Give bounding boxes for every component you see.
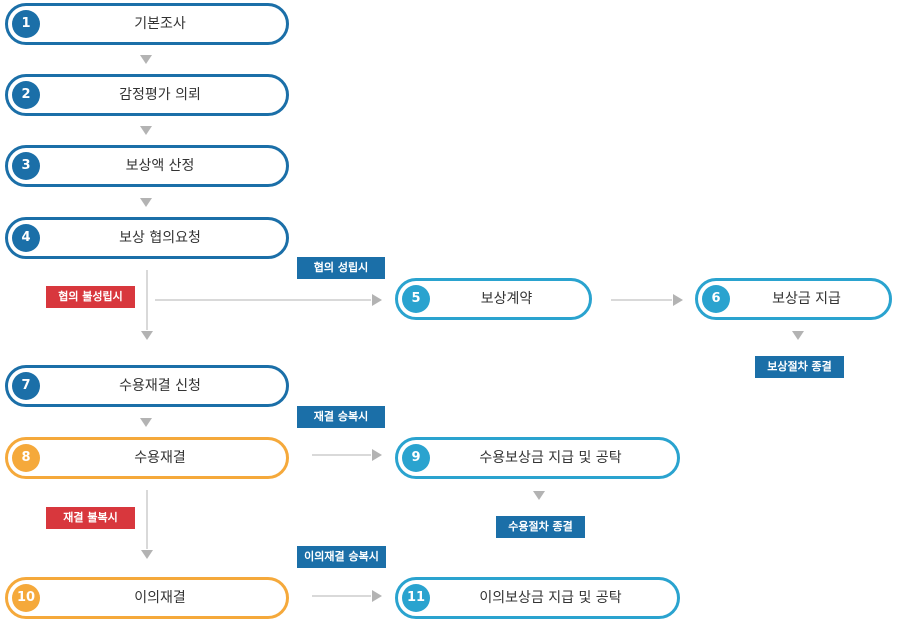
step-7-expropriation-application: 7 수용재결 신청 [5,365,289,407]
step-3-compensation-calculation: 3 보상액 산정 [5,145,289,187]
step-label: 감정평가 의뢰 [119,87,201,103]
step-number-badge: 5 [402,285,430,313]
step-5-compensation-contract: 5 보상계약 [395,278,592,320]
step-1-basic-survey: 1 기본조사 [5,3,289,45]
step-10-objection-ruling: 10 이의재결 [5,577,289,619]
step-4-negotiation-request: 4 보상 협의요청 [5,217,289,259]
arrow-3-4 [140,198,152,207]
step-number-badge: 1 [12,10,40,38]
arrow-4-5 [372,294,382,306]
step-number-badge: 8 [12,444,40,472]
tag-ruling-accepted: 재결 승복시 [297,406,385,428]
step-label: 수용재결 신청 [119,378,201,394]
tag-objection-accepted: 이의재결 승복시 [297,546,386,568]
step-number-badge: 11 [402,584,430,612]
step-number-badge: 3 [12,152,40,180]
step-8-expropriation-ruling: 8 수용재결 [5,437,289,479]
arrow-8-10 [141,550,153,559]
arrow-5-6 [673,294,683,306]
arrow-10-11 [372,590,382,602]
tag-expropriation-end: 수용절차 종결 [496,516,585,538]
step-number-badge: 7 [12,372,40,400]
step-label: 수용재결 [134,450,186,466]
tag-compensation-end: 보상절차 종결 [755,356,844,378]
step-9-expropriation-payment-deposit: 9 수용보상금 지급 및 공탁 [395,437,680,479]
step-number-badge: 9 [402,444,430,472]
arrow-1-2 [140,55,152,64]
arrow-9-end [533,491,545,500]
arrow-4-7 [141,331,153,340]
step-label: 이의보상금 지급 및 공탁 [479,590,622,606]
step-label: 보상금 지급 [772,291,841,307]
tag-agreement-failed: 협의 불성립시 [46,286,135,308]
step-label: 보상 협의요청 [119,230,201,246]
arrow-8-9 [372,449,382,461]
step-label: 보상액 산정 [125,158,195,174]
step-label: 수용보상금 지급 및 공탁 [479,450,622,466]
step-label: 보상계약 [480,291,533,307]
arrow-6-end [792,331,804,340]
step-2-appraisal-request: 2 감정평가 의뢰 [5,74,289,116]
tag-ruling-rejected: 재결 불복시 [46,507,135,529]
step-number-badge: 4 [12,224,40,252]
step-label: 이의재결 [134,590,186,606]
step-number-badge: 2 [12,81,40,109]
step-11-objection-payment-deposit: 11 이의보상금 지급 및 공탁 [395,577,680,619]
step-6-compensation-payment: 6 보상금 지급 [695,278,892,320]
step-number-badge: 6 [702,285,730,313]
tag-agreement-reached: 협의 성립시 [297,257,385,279]
step-number-badge: 10 [12,584,40,612]
arrow-2-3 [140,126,152,135]
step-label: 기본조사 [134,16,186,32]
arrow-7-8 [140,418,152,427]
